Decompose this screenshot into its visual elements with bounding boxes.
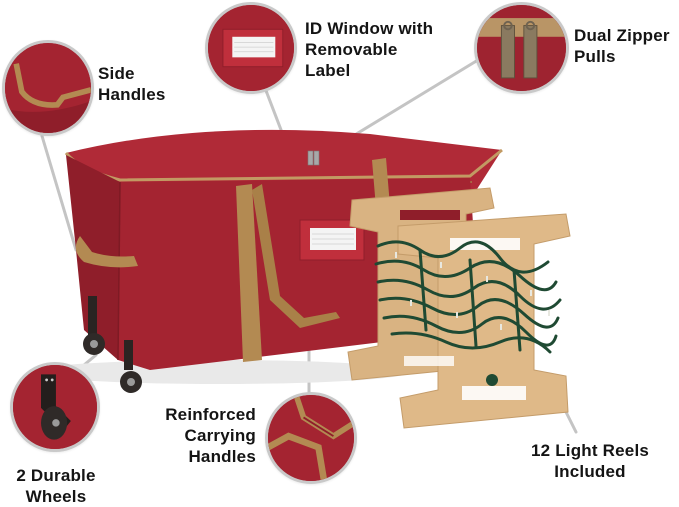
id-window-label: ID Window with Removable Label (305, 19, 434, 80)
side-handles-callout (2, 40, 94, 136)
light-reels (347, 187, 571, 429)
zipper-pulls-callout (474, 2, 569, 94)
carrying-handles-label: Reinforced Carrying Handles (165, 405, 256, 466)
zipper-pulls-detail-icon (477, 5, 566, 91)
wheel-detail-icon (13, 365, 97, 449)
carrying-handle-detail-icon (268, 395, 354, 481)
id-window-detail-icon (208, 5, 294, 91)
side-handles-label: Side Handles (98, 64, 166, 104)
light-reels-label: 12 Light Reels Included (530, 441, 650, 481)
wheels-callout (10, 362, 100, 452)
wheels (83, 296, 142, 393)
wheels-label: 2 Durable Wheels (16, 466, 96, 506)
id-window-callout (205, 2, 297, 94)
zipper-pulls-label: Dual Zipper Pulls (574, 26, 670, 66)
side-handle-detail-icon (5, 43, 91, 133)
carrying-handles-callout (265, 392, 357, 484)
